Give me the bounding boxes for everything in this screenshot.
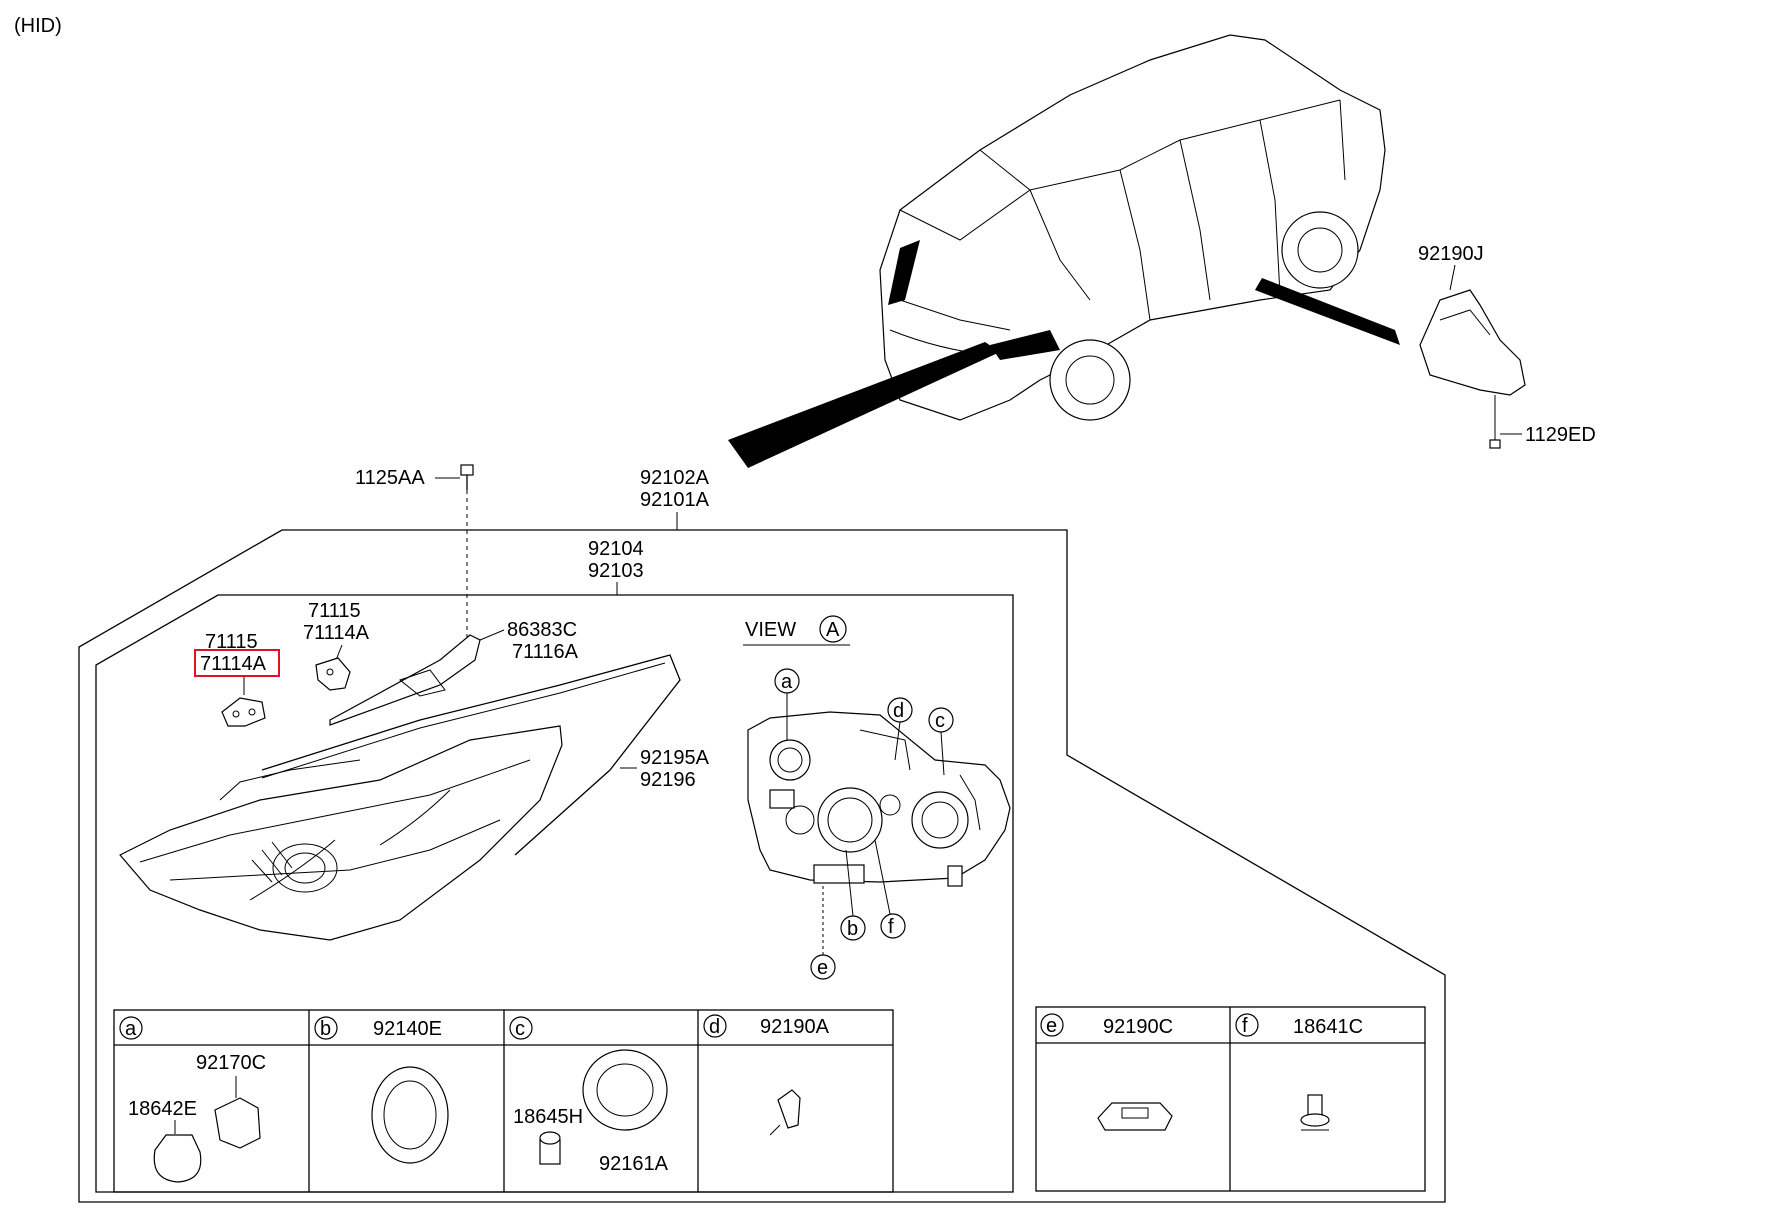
label-92190A: 92190A: [760, 1016, 830, 1038]
view-label: VIEW: [745, 619, 796, 641]
pointer-band-unit: [1255, 278, 1400, 345]
vehicle-illustration: [879, 34, 1386, 421]
label-1129ED: 1129ED: [1525, 424, 1596, 446]
table-letter-f: f: [1242, 1015, 1248, 1037]
parts-table-1: a 92170C 18642E b 92140E c 18645H 92161A: [113, 1009, 894, 1193]
assembly-boundary-outer: [78, 529, 1446, 1203]
label-71114A-left: 71114A: [200, 653, 267, 675]
label-92102A: 92102A: [640, 467, 710, 489]
table-letter-e: e: [1046, 1015, 1057, 1037]
svg-text:d: d: [893, 700, 904, 722]
table-letter-a: a: [125, 1018, 137, 1040]
bracket-71114A-right: [315, 657, 351, 691]
label-92104: 92104: [588, 538, 644, 560]
part-92161A-ring: [582, 1049, 668, 1131]
part-18642E-bulb: [153, 1120, 202, 1183]
label-18642E: 18642E: [128, 1098, 197, 1120]
label-71114A-right: 71114A: [303, 622, 370, 644]
marker-e: e: [810, 885, 836, 980]
view-letter-circle: [819, 615, 847, 643]
part-18645H-bulb: [539, 1131, 561, 1165]
bracket-71114A-left: [221, 697, 266, 727]
marker-d: d: [887, 697, 913, 761]
label-92140E: 92140E: [373, 1018, 442, 1040]
table-letter-d: d: [709, 1016, 720, 1038]
table-letter-c: c: [515, 1018, 525, 1040]
part-18641C-bulb: [1300, 1094, 1330, 1131]
part-86383C-trim: [329, 634, 481, 726]
part-92190C-ballast: [1097, 1102, 1173, 1131]
part-92190J-bracket: [1419, 289, 1526, 449]
table-letter-b: b: [320, 1018, 331, 1040]
label-18645H: 18645H: [513, 1106, 583, 1128]
svg-text:b: b: [847, 918, 858, 940]
diagram-title: (HID): [14, 15, 62, 37]
part-92190A-connector: [769, 1089, 801, 1136]
label-92161A: 92161A: [599, 1153, 669, 1175]
part-92140E-ring: [371, 1066, 449, 1164]
label-92103: 92103: [588, 560, 644, 582]
headlamp-rear-view: [747, 711, 1011, 887]
marker-a: a: [774, 668, 800, 740]
label-1125AA: 1125AA: [355, 467, 425, 489]
headlamp-assembly: [119, 725, 563, 941]
label-71115-right: 71115: [308, 600, 361, 622]
label-18641C: 18641C: [1293, 1016, 1363, 1038]
marker-f: f: [874, 839, 906, 939]
label-71116A: 71116A: [512, 641, 579, 663]
parts-table-2: e 92190C f 18641C: [1035, 1006, 1426, 1192]
svg-text:f: f: [888, 916, 894, 938]
screw-1125AA: [460, 464, 474, 490]
marker-b: b: [840, 849, 866, 941]
label-92170C: 92170C: [196, 1052, 266, 1074]
label-92101A: 92101A: [640, 489, 710, 511]
part-92195A-seal: [261, 654, 681, 856]
label-71115-left: 71115: [205, 631, 258, 653]
part-92170C-socket: [214, 1076, 261, 1149]
label-92196: 92196: [640, 769, 696, 791]
svg-text:c: c: [935, 710, 945, 732]
label-92195A: 92195A: [640, 747, 710, 769]
label-92190J: 92190J: [1418, 243, 1484, 265]
highlight-71114A: [194, 649, 280, 677]
svg-text:a: a: [781, 671, 793, 693]
view-letter: A: [826, 619, 840, 641]
label-86383C: 86383C: [507, 619, 577, 641]
svg-text:e: e: [817, 957, 828, 979]
label-92190C: 92190C: [1103, 1016, 1173, 1038]
marker-c: c: [928, 707, 954, 776]
pointer-band-headlamp: [728, 342, 1000, 468]
